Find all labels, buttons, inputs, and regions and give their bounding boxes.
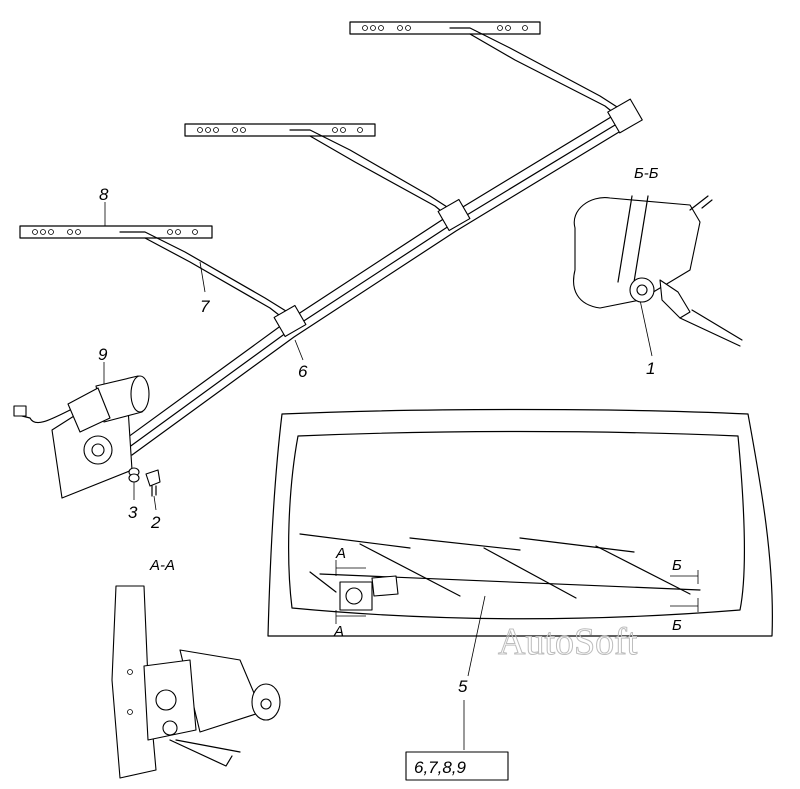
linkage-rod: [123, 113, 625, 456]
callout-1: 1: [646, 359, 655, 378]
section-marker-b-top: Б: [672, 557, 682, 574]
wiper-arm-middle: [184, 123, 471, 232]
section-bb-title: Б-Б: [634, 165, 659, 182]
callout-5: 5: [458, 677, 468, 696]
callout-2: 2: [150, 513, 161, 532]
callout-9: 9: [98, 345, 108, 364]
wiper-motor: [13, 375, 150, 499]
callout-3: 3: [128, 503, 138, 522]
section-aa-title: А-А: [149, 557, 175, 574]
kit-box: [405, 751, 509, 781]
section-bb-view: [573, 195, 743, 347]
bolt-and-washer: [128, 467, 161, 497]
wiper-arm-top: [349, 21, 643, 134]
kit-label: 6,7,8,9: [414, 758, 467, 777]
callout-8: 8: [99, 185, 109, 204]
cab-front-view: [267, 408, 773, 637]
section-marker-a-bottom: А: [333, 623, 344, 640]
callout-7: 7: [200, 297, 210, 316]
section-aa-view: [111, 585, 281, 779]
callout-leaders: [103, 202, 653, 511]
watermark: AutoSoft: [498, 621, 638, 663]
section-markers: [335, 560, 699, 750]
wiper-arm-front: [19, 225, 307, 338]
section-marker-a-top: А: [335, 545, 346, 562]
section-marker-b-bottom: Б: [672, 617, 682, 634]
callout-6: 6: [298, 362, 308, 381]
